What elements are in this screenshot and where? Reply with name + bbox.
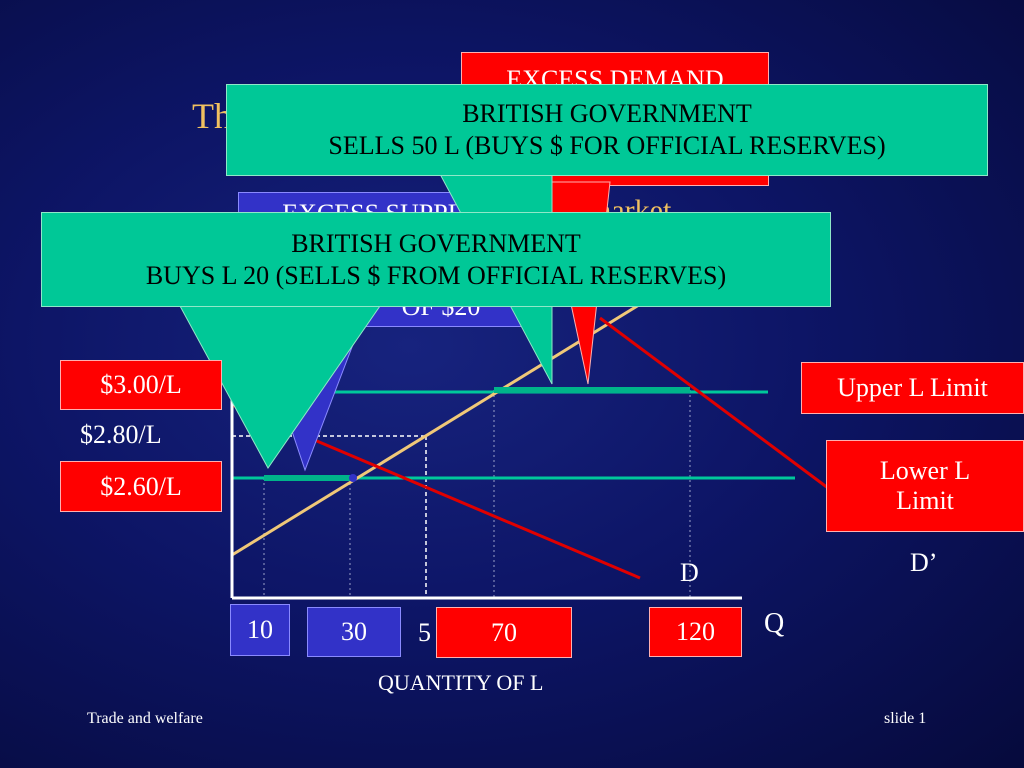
price-label-260: $2.60/L [60,461,222,512]
price-label-280: $2.80/L [80,420,162,449]
slide-title-fragment: Th [192,96,232,136]
callout-sells-line2: SELLS 50 L (BUYS $ FOR OFFICIAL RESERVES… [328,131,886,160]
lower-limit-line2: Limit [896,486,954,515]
callout-government-sells: BRITISH GOVERNMENT SELLS 50 L (BUYS $ FO… [226,84,988,176]
quantity-label-10: 10 [230,604,290,656]
demand-label-d: D [680,558,699,587]
quantity-label-70: 70 [436,607,572,658]
demand-curve-d-prime [599,316,829,490]
callout-buys-line2: BUYS L 20 (SELLS $ FROM OFFICIAL RESERVE… [145,260,727,290]
x-axis-label: QUANTITY OF L [378,670,544,695]
quantity-label-30: 30 [307,607,401,657]
footer-slide-number: slide 1 [884,710,927,727]
callout-government-buys: BRITISH GOVERNMENT BUYS L 20 (SELLS $ FR… [41,212,831,307]
upper-limit-label: Upper L Limit [801,362,1024,414]
quantity-axis-q: Q [764,608,785,639]
price-label-300: $3.00/L [60,360,222,410]
callout-buys-line1: BRITISH GOVERNMENT [291,228,581,258]
lower-limit-label: Lower L Limit [826,440,1024,532]
excess-supply-point [349,474,357,482]
callout-sells-line1: BRITISH GOVERNMENT [462,99,752,128]
lower-limit-line1: Lower L [879,456,971,486]
footer-left: Trade and welfare [87,710,203,727]
quantity-label-50-fragment: 5 [418,618,431,647]
quantity-label-120: 120 [649,607,742,657]
demand-label-d-prime: D’ [910,548,938,577]
